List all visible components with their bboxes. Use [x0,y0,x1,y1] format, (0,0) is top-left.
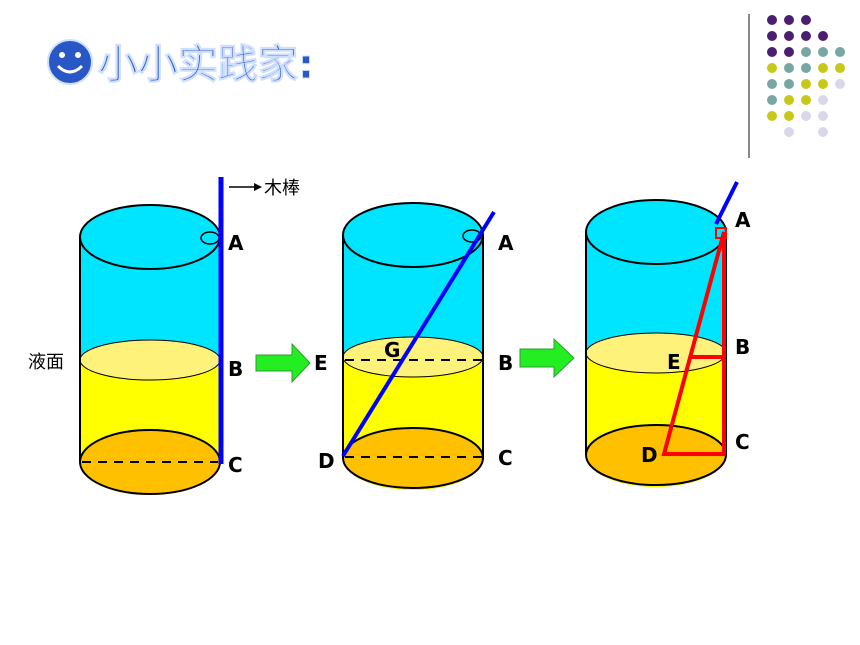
fig2-label-c: C [498,446,513,470]
right-triangle [661,227,727,456]
fig3-label-b: B [735,335,750,359]
stick-tip [714,181,739,225]
fig2-label-g: G [384,338,400,362]
figure-1: 木棒 液面 A B C [28,177,300,495]
page-title: 小小实践家: [98,42,314,88]
fig1-label-c: C [228,453,243,477]
figure-2: A B C D E G [314,202,514,490]
fig3-label-e: E [667,350,681,374]
figure-3: A B C D E [585,181,751,487]
fig1-label-a: A [228,231,244,255]
fig2-label-d: D [318,449,335,473]
fig2-label-b: B [498,351,513,375]
stick-slanted [341,210,496,458]
liquid-surface-label: 液面 [28,352,64,373]
decorative-dots [748,14,845,158]
fig1-label-b: B [228,357,243,381]
fig2-label-a: A [498,231,514,255]
title-group: 小小实践家: [47,39,315,89]
stick-pointer-arrow [229,183,262,191]
fig3-label-d: D [641,443,658,467]
fig3-label-a: A [735,208,751,232]
arrow-right-icon-1 [255,342,311,384]
arrow-right-icon-2 [519,337,575,379]
stick-label: 木棒 [264,178,300,199]
fig3-label-c: C [735,430,750,454]
smiley-icon [47,39,93,85]
fig2-label-e: E [314,351,328,375]
